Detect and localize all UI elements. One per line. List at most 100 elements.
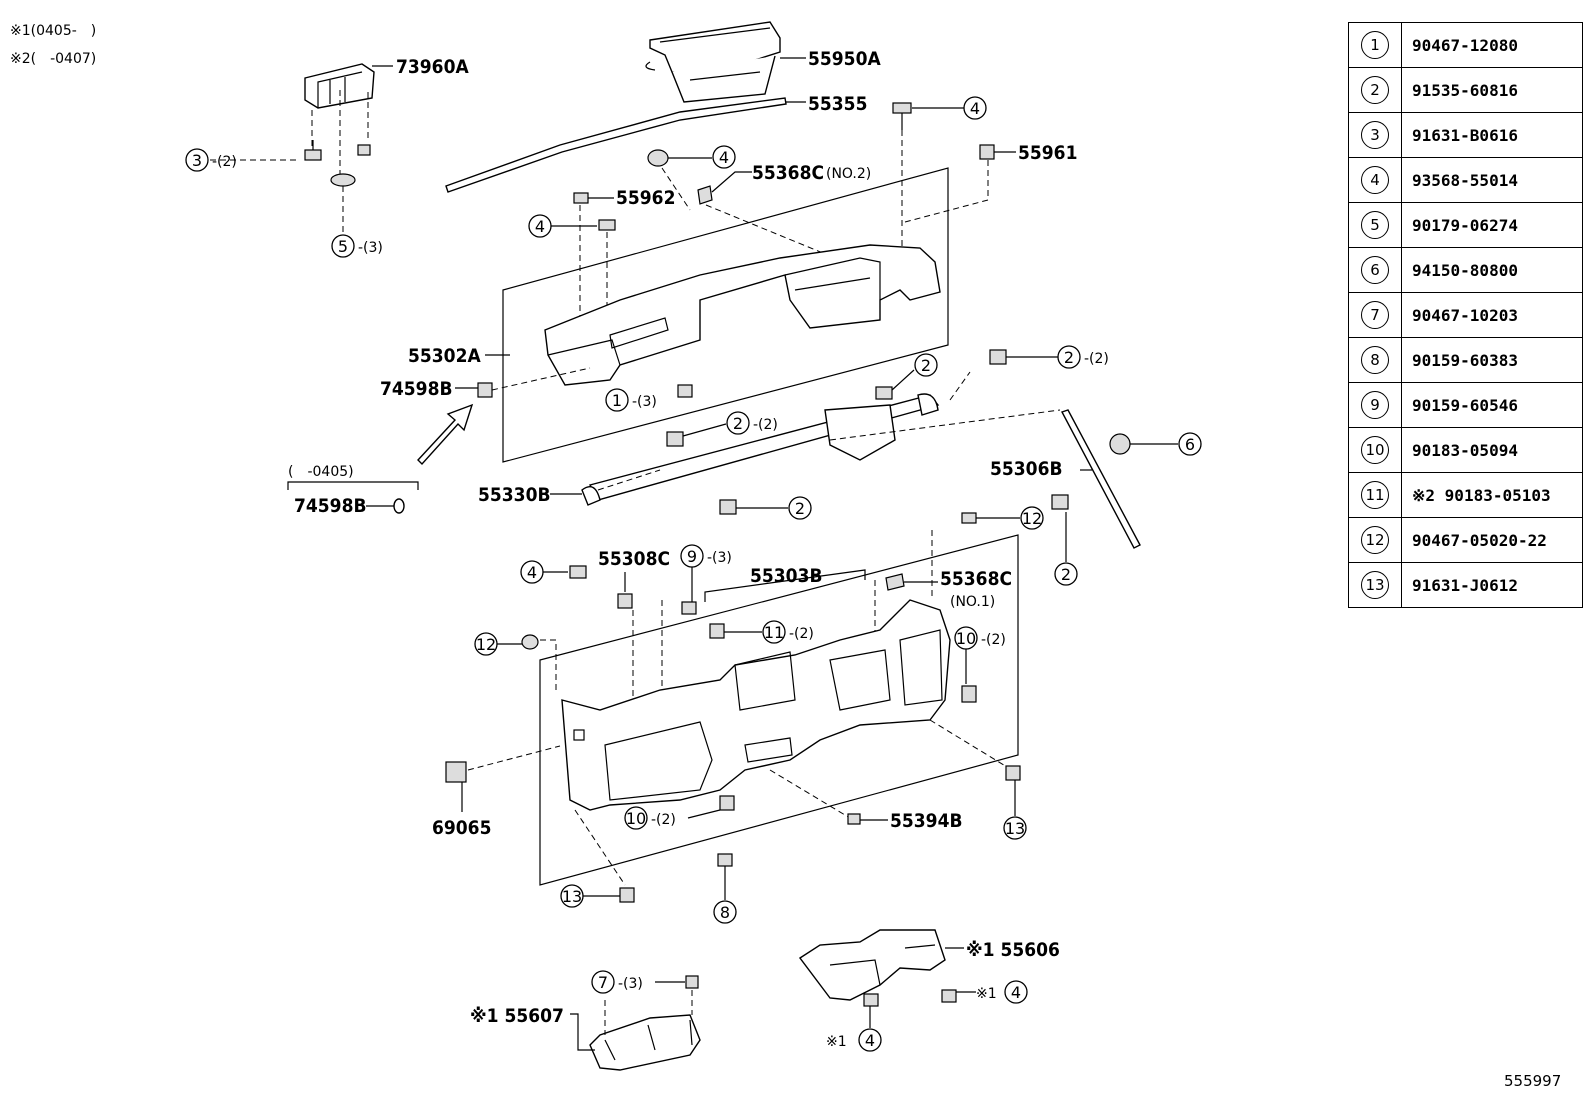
part-55961[interactable] bbox=[979, 144, 995, 160]
legend-number: 8 bbox=[1348, 337, 1402, 383]
legend-number-circle: 7 bbox=[1361, 301, 1389, 329]
label-55303B: 55303B bbox=[750, 565, 823, 587]
part-55306B[interactable] bbox=[1060, 409, 1141, 549]
frame-55302A bbox=[502, 167, 949, 463]
legend-number: 7 bbox=[1348, 292, 1402, 338]
bolt-7 bbox=[685, 975, 699, 989]
svg-text:(NO.2): (NO.2) bbox=[826, 166, 871, 182]
legend-part-number[interactable]: 91535-60816 bbox=[1401, 67, 1583, 113]
bolt-13-b bbox=[619, 887, 635, 903]
legend-number: 11 bbox=[1348, 472, 1402, 518]
note-1: ※1(0405- ) bbox=[10, 23, 97, 39]
part-55308C[interactable] bbox=[617, 593, 633, 609]
svg-text:3: 3 bbox=[192, 151, 202, 170]
legend-number-circle: 8 bbox=[1361, 346, 1389, 374]
legend-part-number[interactable]: 90159-60546 bbox=[1401, 382, 1583, 428]
part-74598B-b[interactable] bbox=[393, 498, 405, 514]
svg-text:-(2): -(2) bbox=[981, 632, 1006, 648]
clip-10-b bbox=[719, 795, 735, 811]
svg-text:7: 7 bbox=[598, 973, 608, 992]
legend-row: 1 90467-12080 bbox=[1348, 22, 1583, 68]
part-55606[interactable] bbox=[798, 929, 946, 1001]
legend-part-number[interactable]: 94150-80800 bbox=[1401, 247, 1583, 293]
callout-13-a bbox=[1003, 816, 1027, 840]
legend-part-number[interactable]: 90467-12080 bbox=[1401, 22, 1583, 68]
legend-number-circle: 4 bbox=[1361, 166, 1389, 194]
clip-11 bbox=[709, 623, 725, 639]
part-55607[interactable] bbox=[589, 1014, 701, 1071]
svg-text:2: 2 bbox=[921, 356, 931, 375]
figure-id: 555997 bbox=[1504, 1072, 1562, 1090]
part-55330B[interactable] bbox=[581, 393, 940, 506]
bolt-1 bbox=[677, 384, 693, 398]
part-73960A[interactable] bbox=[304, 63, 375, 109]
part-55355[interactable] bbox=[445, 97, 787, 193]
callout-4-e bbox=[1004, 980, 1028, 1004]
label-69065: 69065 bbox=[432, 817, 491, 839]
label-55355: 55355 bbox=[808, 93, 867, 115]
legend-number-circle: 1 bbox=[1361, 31, 1389, 59]
callout-5 bbox=[331, 234, 355, 258]
bolt-4-f bbox=[863, 993, 879, 1007]
legend-part-number[interactable]: 93568-55014 bbox=[1401, 157, 1583, 203]
svg-text:2: 2 bbox=[1064, 348, 1074, 367]
svg-text:10: 10 bbox=[626, 809, 646, 828]
callout-7 bbox=[591, 970, 615, 994]
legend-number: 9 bbox=[1348, 382, 1402, 428]
legend-part-number[interactable]: 90467-05020-22 bbox=[1401, 517, 1583, 563]
legend-number-circle: 10 bbox=[1361, 436, 1389, 464]
svg-text:( -0405): ( -0405) bbox=[288, 464, 354, 480]
legend-part-number[interactable]: 90467-10203 bbox=[1401, 292, 1583, 338]
svg-text:-(2): -(2) bbox=[212, 154, 237, 170]
nut-5 bbox=[330, 173, 356, 187]
svg-text:9: 9 bbox=[687, 547, 697, 566]
legend-part-number[interactable]: 90179-06274 bbox=[1401, 202, 1583, 248]
svg-text:-(2): -(2) bbox=[1084, 351, 1109, 367]
legend-part-number[interactable]: 91631-B0616 bbox=[1401, 112, 1583, 158]
legend-row: 7 90467-10203 bbox=[1348, 292, 1583, 338]
legend-row: 12 90467-05020-22 bbox=[1348, 517, 1583, 563]
legend-row: 4 93568-55014 bbox=[1348, 157, 1583, 203]
part-55303B[interactable] bbox=[561, 599, 951, 811]
svg-text:13: 13 bbox=[562, 887, 582, 906]
svg-text:4: 4 bbox=[719, 148, 729, 167]
part-55950A[interactable] bbox=[645, 21, 781, 103]
legend-number-circle: 2 bbox=[1361, 76, 1389, 104]
legend-number-circle: 11 bbox=[1361, 481, 1389, 509]
legend-number-circle: 12 bbox=[1361, 526, 1389, 554]
callout-11 bbox=[762, 620, 786, 644]
part-55962[interactable] bbox=[573, 192, 589, 204]
legend-row: 8 90159-60383 bbox=[1348, 337, 1583, 383]
part-55302A[interactable] bbox=[544, 244, 941, 386]
svg-text:5: 5 bbox=[338, 237, 348, 256]
svg-text:※1: ※1 bbox=[976, 986, 997, 1002]
svg-text:12: 12 bbox=[476, 635, 496, 654]
legend-number: 6 bbox=[1348, 247, 1402, 293]
part-74598B[interactable] bbox=[477, 382, 493, 398]
callout-2-e bbox=[1054, 562, 1078, 586]
callout-2-d bbox=[788, 496, 812, 520]
svg-text:12: 12 bbox=[1022, 509, 1042, 528]
legend-number: 12 bbox=[1348, 517, 1402, 563]
legend-row: 2 91535-60816 bbox=[1348, 67, 1583, 113]
legend-number-circle: 13 bbox=[1361, 571, 1389, 599]
legend-part-number[interactable]: 90159-60383 bbox=[1401, 337, 1583, 383]
svg-text:10: 10 bbox=[956, 629, 976, 648]
label-55302A: 55302A bbox=[408, 345, 481, 367]
legend-part-number[interactable]: 91631-J0612 bbox=[1401, 562, 1583, 608]
callout-10-b bbox=[624, 806, 648, 830]
svg-text:2: 2 bbox=[795, 499, 805, 518]
legend-number-circle: 5 bbox=[1361, 211, 1389, 239]
bolt-4-c bbox=[598, 219, 616, 231]
legend-part-number[interactable]: ※2 90183-05103 bbox=[1401, 472, 1583, 518]
label-55368C-no1: 55368C bbox=[940, 568, 1012, 590]
legend-row: 13 91631-J0612 bbox=[1348, 562, 1583, 608]
note-2: ※2( -0407) bbox=[10, 51, 97, 67]
bolt-2-e bbox=[1051, 494, 1069, 510]
legend-part-number[interactable]: 90183-05094 bbox=[1401, 427, 1583, 473]
part-69065[interactable] bbox=[445, 761, 467, 783]
